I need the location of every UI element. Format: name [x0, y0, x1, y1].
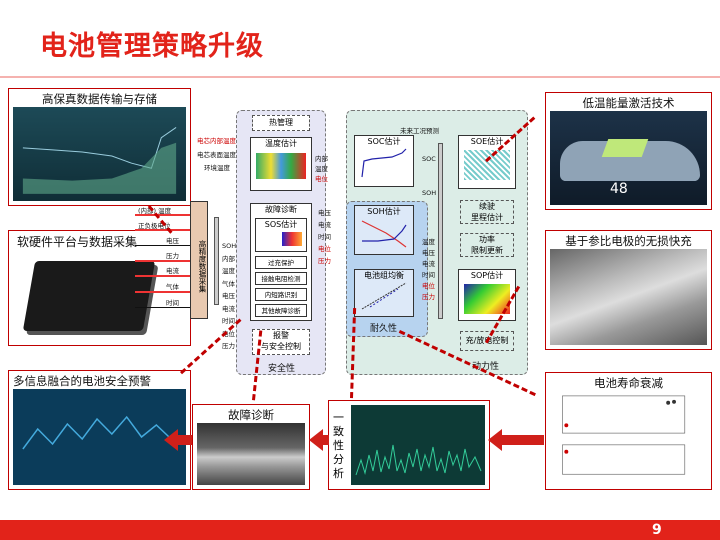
signal-bus: [214, 217, 219, 305]
footer-bar: [0, 520, 720, 540]
flow-arrow-left: [164, 429, 178, 451]
warning-dashboard-image: [13, 389, 186, 485]
panel-platform: 软硬件平台与数据采集: [8, 230, 191, 346]
panel-title: 电池寿命衰减: [594, 376, 663, 390]
flow-arrow-shaft: [176, 435, 192, 445]
sop-estimation-box: SOP估计: [458, 269, 516, 321]
panel-safety-warning: 多信息融合的电池安全预警: [8, 370, 191, 490]
zone-label: 耐久性: [370, 324, 398, 334]
right-input-labels: 温度电压电流时间电位压力: [422, 238, 435, 301]
box-title: 温度估计: [265, 139, 297, 148]
flow-arrow-shaft: [320, 435, 329, 445]
panel-title: 高保真数据传输与存储: [42, 92, 157, 106]
data-acquisition-block: 高精度数据采集: [190, 201, 208, 319]
range-estimation-box: 续驶 里程估计: [460, 200, 514, 224]
input-label: 环境温度: [204, 164, 230, 172]
box-title: 故障诊断: [265, 205, 297, 214]
microscope-image: [197, 423, 305, 485]
input-label: 时间: [166, 299, 179, 307]
signal-bus: [438, 143, 443, 319]
input-label: 电芯表面温度: [197, 151, 236, 159]
charge-discharge-control-box: 充/放电控制: [460, 331, 514, 351]
temperature-estimation-box: 温度估计: [250, 137, 312, 191]
input-label: 气体: [166, 283, 179, 291]
vehicle-image: 48: [550, 111, 707, 205]
fault-item: 过充保护: [255, 256, 307, 269]
fault-item: 接触电阻检测: [255, 272, 307, 285]
panel-lowtemp: 低温能量激活技术 48: [545, 92, 712, 210]
input-label: (内部) 温度: [138, 207, 172, 215]
mid-output-labels: 电压电流时间电位压力: [318, 209, 331, 265]
panel-title: 多信息融合的电池安全预警: [13, 374, 151, 388]
panel-title: 软硬件平台与数据采集: [17, 235, 138, 249]
output-label: 温度: [315, 165, 328, 173]
title-divider: [0, 76, 720, 78]
flow-arrow-left: [488, 429, 502, 451]
panel-fault: 故障诊断: [192, 404, 310, 490]
soc-estimation-box: SOC估计: [354, 135, 414, 187]
fault-diagnosis-box: 故障诊断 SOS估计 过充保护 接触电阻检测 内短路识别 其他故障诊断: [250, 203, 312, 321]
panel-title: 故障诊断: [228, 408, 274, 422]
input-label: 电芯内部温度: [197, 137, 236, 145]
page-number: 9: [652, 522, 662, 538]
zone-label: 安全性: [268, 364, 296, 374]
thermal-management-box: 热管理: [252, 115, 310, 131]
fault-item: 内短路识别: [255, 288, 307, 301]
input-label: 正负极电位: [138, 222, 171, 230]
soh-signal-label: SOH: [422, 189, 437, 197]
dashboard-chart-image: [13, 107, 186, 201]
input-label: 电流: [166, 267, 179, 275]
future-condition-label: 未来工况预测: [400, 127, 439, 135]
zone-label: 动力性: [472, 362, 500, 372]
panel-title: 基于参比电极的无损快充: [565, 234, 692, 248]
sem-image: [550, 249, 707, 345]
input-label: 电压: [166, 237, 179, 245]
panel-life: 电池寿命衰减: [545, 372, 712, 490]
bms-architecture-diagram: 高精度数据采集 (内部) 温度 正负极电位 电压 压力 电流 气体 时间 热管理…: [130, 105, 530, 377]
soc-signal-label: SOC: [422, 155, 436, 163]
panel-title: 低温能量激活技术: [582, 96, 675, 110]
input-label: 压力: [166, 252, 179, 260]
consistency-chart-image: [351, 405, 485, 485]
page-title: 电池管理策略升级: [40, 31, 264, 62]
panel-consistency: 一致性分析: [328, 400, 490, 490]
power-limit-update-box: 功率 限制更新: [460, 233, 514, 257]
fault-item: 其他故障诊断: [255, 304, 307, 317]
life-chart-image: [550, 391, 707, 485]
vehicle-badge: 48: [610, 181, 628, 197]
panel-fastcharge: 基于参比电极的无损快充: [545, 230, 712, 350]
sos-estimation-box: SOS估计: [255, 218, 307, 252]
soh-estimation-box: SOH估计: [354, 205, 414, 255]
output-label: 内部: [315, 155, 328, 163]
soe-estimation-box: SOE估计: [458, 135, 516, 189]
panel-title: 一致性分析: [333, 411, 344, 480]
output-label: 电位: [315, 175, 328, 183]
flow-arrow-left: [309, 429, 323, 451]
panel-hifi-data: 高保真数据传输与存储: [8, 88, 191, 206]
pack-balancing-box: 电池组均衡: [354, 269, 414, 317]
alarm-safety-control-box: 报警 与安全控制: [252, 329, 310, 355]
flow-arrow-shaft: [500, 435, 544, 445]
